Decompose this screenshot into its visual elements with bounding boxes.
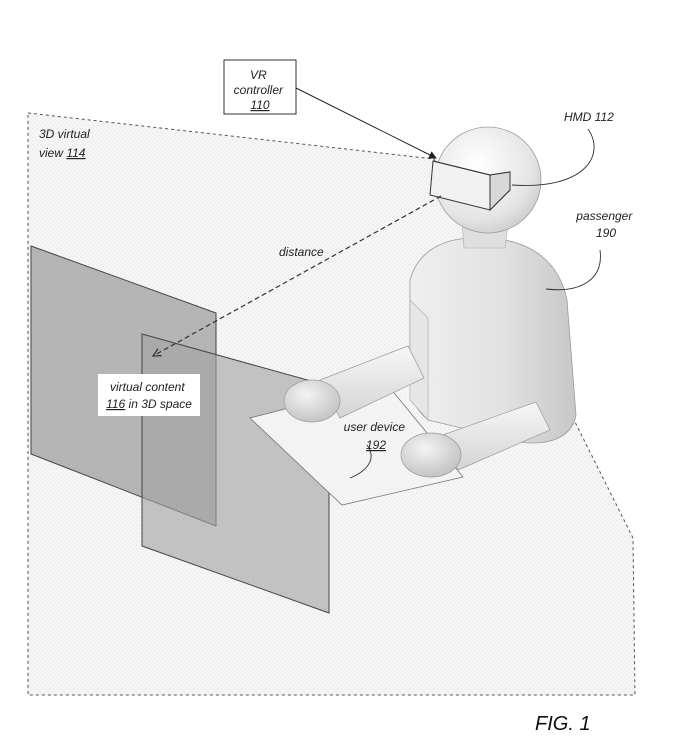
- vr-controller-label: VR controller 110: [234, 68, 287, 112]
- figure-label: FIG. 1: [535, 713, 591, 735]
- vr-controller-box: [223, 59, 297, 115]
- hmd-leader: [511, 128, 595, 186]
- user-device-label: user device 192: [344, 420, 409, 452]
- user-device-leader: [349, 444, 372, 479]
- distance-arrow: [153, 195, 442, 356]
- hmd-label: HMD 112: [564, 110, 614, 124]
- passenger-label: passenger 190: [575, 209, 635, 240]
- hmd-headset: [429, 160, 511, 212]
- virtual-content-label-box: [98, 374, 200, 416]
- vr-controller-leader: [295, 87, 437, 159]
- virtual-view-label: 3D virtual view 114: [39, 127, 93, 160]
- passenger-figure: [283, 126, 577, 478]
- passenger-leader: [545, 249, 601, 291]
- distance-label: distance: [279, 245, 324, 259]
- virtual-content-label: virtual content 116 in 3D space: [106, 380, 192, 411]
